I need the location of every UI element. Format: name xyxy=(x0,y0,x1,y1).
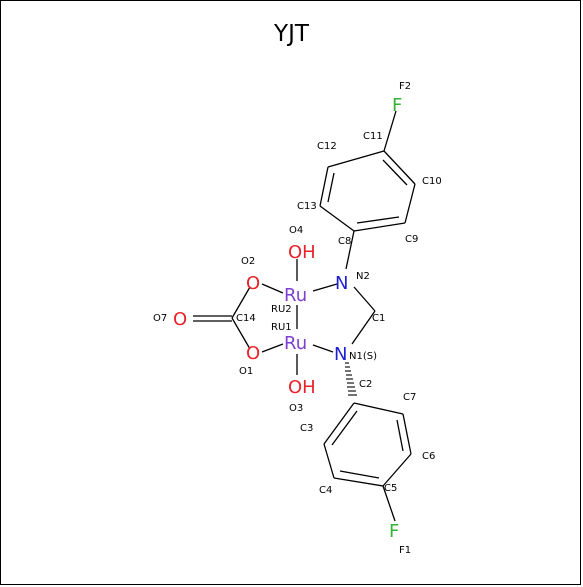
label-n2: N2 xyxy=(356,271,370,282)
label-c12: C12 xyxy=(317,141,337,152)
bond-c14-o1 xyxy=(231,317,251,350)
bond-c2-c3 xyxy=(323,402,355,445)
label-c6: C6 xyxy=(422,451,435,462)
label-c2: C2 xyxy=(359,379,372,390)
label-f2: F2 xyxy=(399,81,411,92)
bond-c2-c3-inner xyxy=(331,410,358,446)
bond-c12-c13 xyxy=(319,166,329,207)
label-o2: O2 xyxy=(241,256,255,267)
label-f1: F1 xyxy=(399,545,411,556)
atom-n1: N xyxy=(334,344,347,365)
bond-c11-c12 xyxy=(327,150,385,168)
bond-c8-c9 xyxy=(353,222,406,232)
label-c4: C4 xyxy=(319,485,332,496)
label-ru2: RU2 xyxy=(271,304,292,315)
atom-o3: OH xyxy=(288,377,316,398)
bond-c3-c4 xyxy=(323,443,335,479)
label-o7: O7 xyxy=(153,313,167,324)
bond-c8-n2 xyxy=(345,230,355,270)
label-n1: N1(S) xyxy=(349,351,377,362)
stereo-hash-bond xyxy=(345,362,357,396)
diagram-title: YJT xyxy=(274,21,309,47)
bond-c12-c13-inner xyxy=(327,172,335,203)
atom-o4: OH xyxy=(288,242,316,263)
bond-c4-c5 xyxy=(333,477,384,487)
label-c7: C7 xyxy=(403,392,416,403)
bond-c5-c6 xyxy=(382,453,412,487)
atom-f2: F xyxy=(392,95,402,116)
atom-ru2: Ru xyxy=(284,285,307,306)
label-c1: C1 xyxy=(372,313,385,324)
label-ru1: RU1 xyxy=(271,322,292,333)
atom-o1: O xyxy=(246,343,260,364)
bond-n2-c1 xyxy=(353,286,376,312)
bond-c4-c5-inner xyxy=(339,470,380,479)
bond-c2-c7 xyxy=(353,402,404,415)
label-o3: O3 xyxy=(289,403,303,414)
label-c9: C9 xyxy=(405,234,418,245)
bond-ru2-n2 xyxy=(312,283,338,292)
label-c10: C10 xyxy=(422,176,442,187)
element-symbols: F OH O Ru N O Ru N O OH F xyxy=(173,95,402,542)
atom-o7: O xyxy=(173,309,187,330)
bond-c14-o2 xyxy=(231,286,251,319)
label-c11: C11 xyxy=(363,131,383,142)
bond-o1-ru1 xyxy=(261,343,284,353)
bond-c8-c9-inner xyxy=(356,216,400,224)
atom-o2: O xyxy=(246,273,260,294)
atom-n2: N xyxy=(335,273,348,294)
label-c5: C5 xyxy=(384,483,397,494)
bond-c11-f2 xyxy=(383,110,397,152)
label-c3: C3 xyxy=(300,423,313,434)
bond-c7-c6 xyxy=(402,413,412,455)
label-c14: C14 xyxy=(236,313,256,324)
bond-c1-n1 xyxy=(351,310,376,345)
atom-f1: F xyxy=(389,521,399,542)
label-c8: C8 xyxy=(338,236,351,247)
bond-o2-ru2 xyxy=(261,283,284,294)
bond-c11-c10 xyxy=(383,150,416,185)
bond-c5-f1 xyxy=(382,485,396,522)
label-o4: O4 xyxy=(289,225,303,236)
bonds xyxy=(193,110,416,522)
atom-ru1: Ru xyxy=(284,333,307,354)
label-o1: O1 xyxy=(239,366,253,377)
atom-labels: F2 C11 C12 C10 C13 C8 C9 O4 O2 N2 RU2 O7… xyxy=(153,81,442,556)
bond-c9-c10 xyxy=(404,183,416,224)
label-c13: C13 xyxy=(297,201,317,212)
bond-c11-c10-inner xyxy=(382,159,408,186)
bond-c13-c8 xyxy=(319,205,355,232)
bond-c7-c6-inner xyxy=(396,419,404,452)
bond-ru1-n1 xyxy=(312,344,334,353)
